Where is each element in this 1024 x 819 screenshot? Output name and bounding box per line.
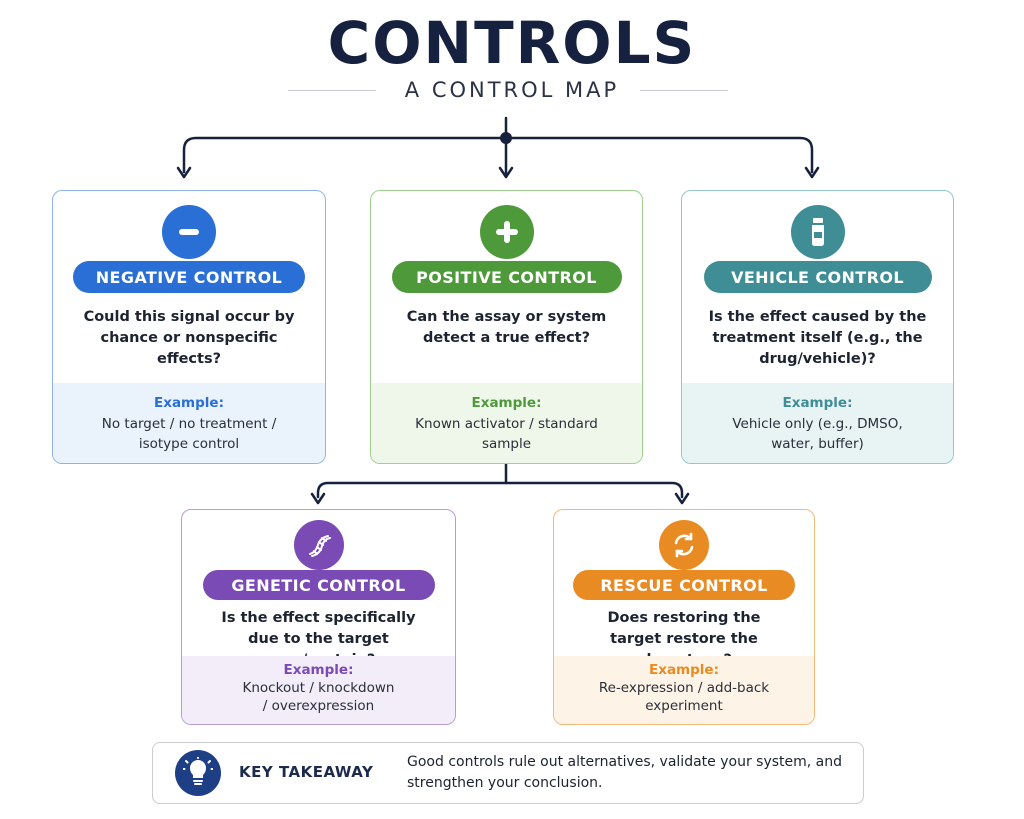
positive-control-example: Example: Known activator / standard samp… xyxy=(371,383,642,463)
negative-control-card: NEGATIVE CONTROL Could this signal occur… xyxy=(52,190,326,464)
example-label: Example: xyxy=(471,395,542,411)
junction-dot xyxy=(500,132,512,144)
vehicle-control-label: VEHICLE CONTROL xyxy=(703,261,932,293)
arrow-negative xyxy=(176,166,192,179)
dna-icon xyxy=(293,520,344,570)
page-title: CONTROLS xyxy=(327,9,697,77)
example-text: Vehicle only (e.g., DMSO, water, buffer) xyxy=(732,416,903,452)
mid-branch-line xyxy=(316,481,684,499)
rescue-control-example: Example: Re-expression / add-back experi… xyxy=(554,656,814,724)
positive-control-label: POSITIVE CONTROL xyxy=(391,261,622,293)
negative-control-question: Could this signal occur by chance or non… xyxy=(83,309,295,367)
minus-icon xyxy=(162,205,216,259)
negative-control-label: NEGATIVE CONTROL xyxy=(73,261,305,293)
genetic-control-example: Example: Knockout / knockdown / overexpr… xyxy=(182,656,455,724)
rescue-control-card: RESCUE CONTROL Does restoring the target… xyxy=(553,509,815,725)
example-text: Known activator / standard sample xyxy=(415,416,598,452)
example-label: Example: xyxy=(649,662,719,678)
plus-icon xyxy=(479,205,534,259)
arrow-genetic xyxy=(310,492,326,505)
divider-left xyxy=(288,90,376,91)
arrow-rescue xyxy=(674,492,690,505)
genetic-control-label: GENETIC CONTROL xyxy=(202,570,435,600)
positive-control-card: POSITIVE CONTROL Can the assay or system… xyxy=(370,190,643,464)
page-subtitle: A CONTROL MAP xyxy=(404,78,620,102)
positive-control-question: Can the assay or system detect a true ef… xyxy=(406,309,607,346)
example-label: Example: xyxy=(283,662,354,678)
key-takeaway-label: KEY TAKEAWAY xyxy=(239,763,374,781)
example-label: Example: xyxy=(782,395,853,411)
example-text: Re-expression / add-back experiment xyxy=(598,680,770,714)
vehicle-control-card: VEHICLE CONTROL Is the effect caused by … xyxy=(681,190,954,464)
lightbulb-icon xyxy=(175,750,221,796)
divider-right xyxy=(640,90,728,91)
vial-icon xyxy=(790,205,845,259)
subtitle-row: A CONTROL MAP xyxy=(0,76,1024,104)
arrow-positive xyxy=(498,166,514,179)
key-takeaway-text: Good controls rule out alternatives, val… xyxy=(407,754,842,791)
arrow-vehicle xyxy=(804,166,820,179)
negative-control-example: Example: No target / no treatment / isot… xyxy=(53,383,325,463)
top-branch-line xyxy=(182,136,814,174)
vehicle-control-example: Example: Vehicle only (e.g., DMSO, water… xyxy=(682,383,953,463)
example-text: Knockout / knockdown / overexpression xyxy=(242,680,395,714)
example-label: Example: xyxy=(154,395,224,411)
refresh-icon xyxy=(659,520,709,570)
example-text: No target / no treatment / isotype contr… xyxy=(101,416,277,452)
vehicle-control-question: Is the effect caused by the treatment it… xyxy=(708,309,927,367)
key-takeaway-box: KEY TAKEAWAY Good controls rule out alte… xyxy=(152,742,864,804)
rescue-control-label: RESCUE CONTROL xyxy=(573,570,795,600)
genetic-control-card: GENETIC CONTROL Is the effect specifical… xyxy=(181,509,456,725)
